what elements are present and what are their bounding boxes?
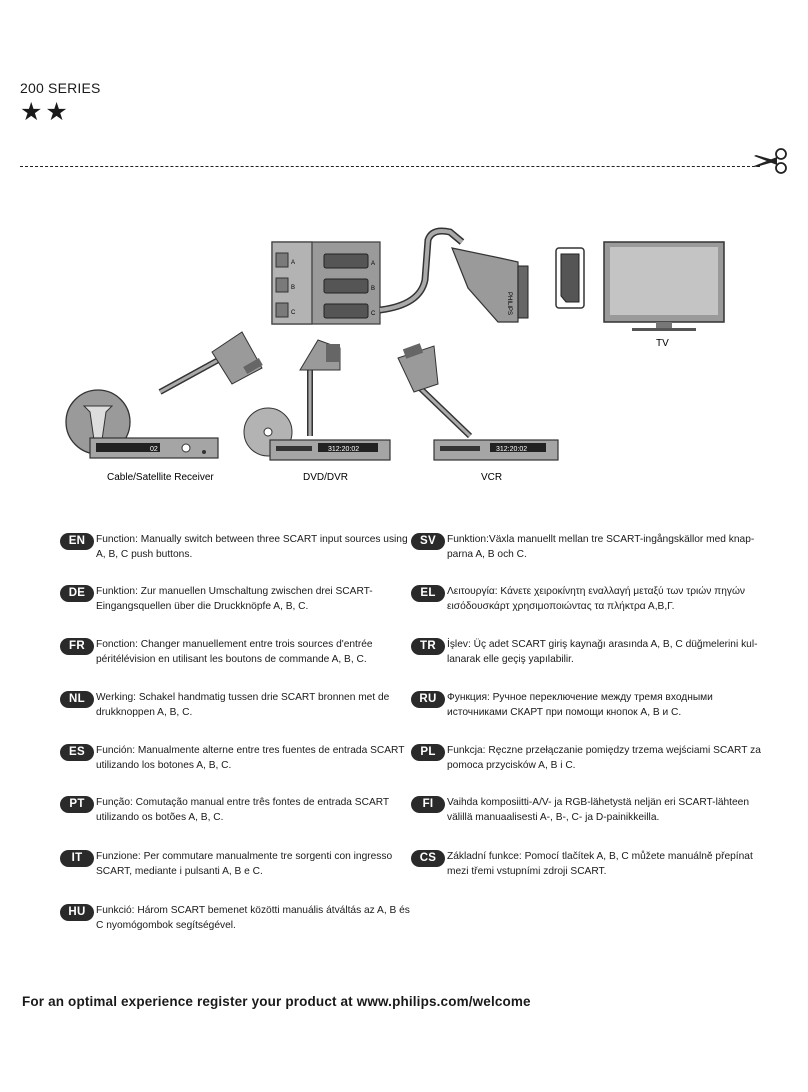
lang-text: Werking: Schakel handmatig tussen drie S… [96, 692, 390, 718]
scart-socket-icon [555, 247, 585, 309]
lang-text: Fonction: Changer manuellement entre tro… [96, 639, 373, 665]
lang-badge: FR [60, 638, 94, 655]
lang-text: Λειτουργία: Κάνετε χειροκίνητη εναλλαγή … [447, 586, 746, 612]
lang-badge: DE [60, 585, 94, 602]
lang-badge: SV [411, 533, 445, 550]
lang-badge: FI [411, 796, 445, 813]
port-label-b-right: B [371, 286, 375, 292]
receiver-display: 02 [150, 446, 158, 453]
device-label-dvd: DVD/DVR [303, 472, 348, 483]
tv-label: TV [656, 338, 669, 349]
vcr-display: 312:20:02 [496, 446, 527, 453]
dvd-display: 312:20:02 [328, 446, 359, 453]
port-label-a-left: A [291, 260, 295, 266]
device-label-vcr: VCR [481, 472, 502, 483]
lang-text: Vaihda komposiitti-A/V- ja RGB-lähetystä… [447, 797, 749, 823]
receiver-device: 02 [89, 437, 219, 459]
lang-text: Função: Comutação manual entre três font… [96, 797, 389, 823]
lang-badge: IT [60, 850, 94, 867]
device-label-receiver: Cable/Satellite Receiver [107, 472, 214, 483]
scissors-icon [754, 148, 787, 174]
star-rating: ★★ [20, 98, 71, 126]
dvd-device: 312:20:02 [269, 439, 391, 461]
port-label-a-right: A [371, 261, 375, 267]
lang-badge: ES [60, 744, 94, 761]
lang-text: Funkció: Három SCART bemenet közötti man… [96, 905, 410, 931]
vcr-device: 312:20:02 [433, 439, 559, 461]
connection-diagram: A B C A B C PHILIPS TV 02 [65, 227, 725, 483]
registration-footer: For an optimal experience register your … [22, 994, 531, 1009]
lang-text: Función: Manualmente alterne entre tres … [96, 745, 405, 771]
tv-icon [603, 241, 725, 331]
port-label-c-right: C [371, 311, 376, 317]
lang-text: Функция: Ручное переключение между тремя… [447, 692, 713, 718]
port-label-c-left: C [291, 310, 296, 316]
lang-badge: RU [411, 691, 445, 708]
port-label-b-left: B [291, 285, 295, 291]
lang-badge: NL [60, 691, 94, 708]
lang-badge: HU [60, 904, 94, 921]
lang-badge: TR [411, 638, 445, 655]
lang-text: Funktion: Zur manuellen Umschaltung zwis… [96, 586, 373, 612]
output-scart-plug: PHILIPS [451, 247, 529, 323]
scart-switch-box: A B C A B C [271, 241, 381, 325]
series-title: 200 SERIES [20, 80, 101, 96]
plug-brand-label: PHILIPS [506, 292, 512, 315]
lang-badge: CS [411, 850, 445, 867]
lang-badge: EL [411, 585, 445, 602]
lang-text: Základní funkce: Pomocí tlačítek A, B, C… [447, 851, 753, 877]
lang-badge: PT [60, 796, 94, 813]
lang-text: Function: Manually switch between three … [96, 534, 408, 560]
lang-text: Funzione: Per commutare manualmente tre … [96, 851, 393, 877]
lang-text: Funkcja: Ręczne przełączanie pomiędzy tr… [447, 745, 761, 771]
lang-badge: PL [411, 744, 445, 761]
cut-line [20, 166, 760, 167]
lang-badge: EN [60, 533, 94, 550]
lang-text: İşlev: Üç adet SCART giriş kaynağı arası… [447, 639, 758, 665]
lang-text: Funktion:Växla manuellt mellan tre SCART… [447, 534, 755, 560]
